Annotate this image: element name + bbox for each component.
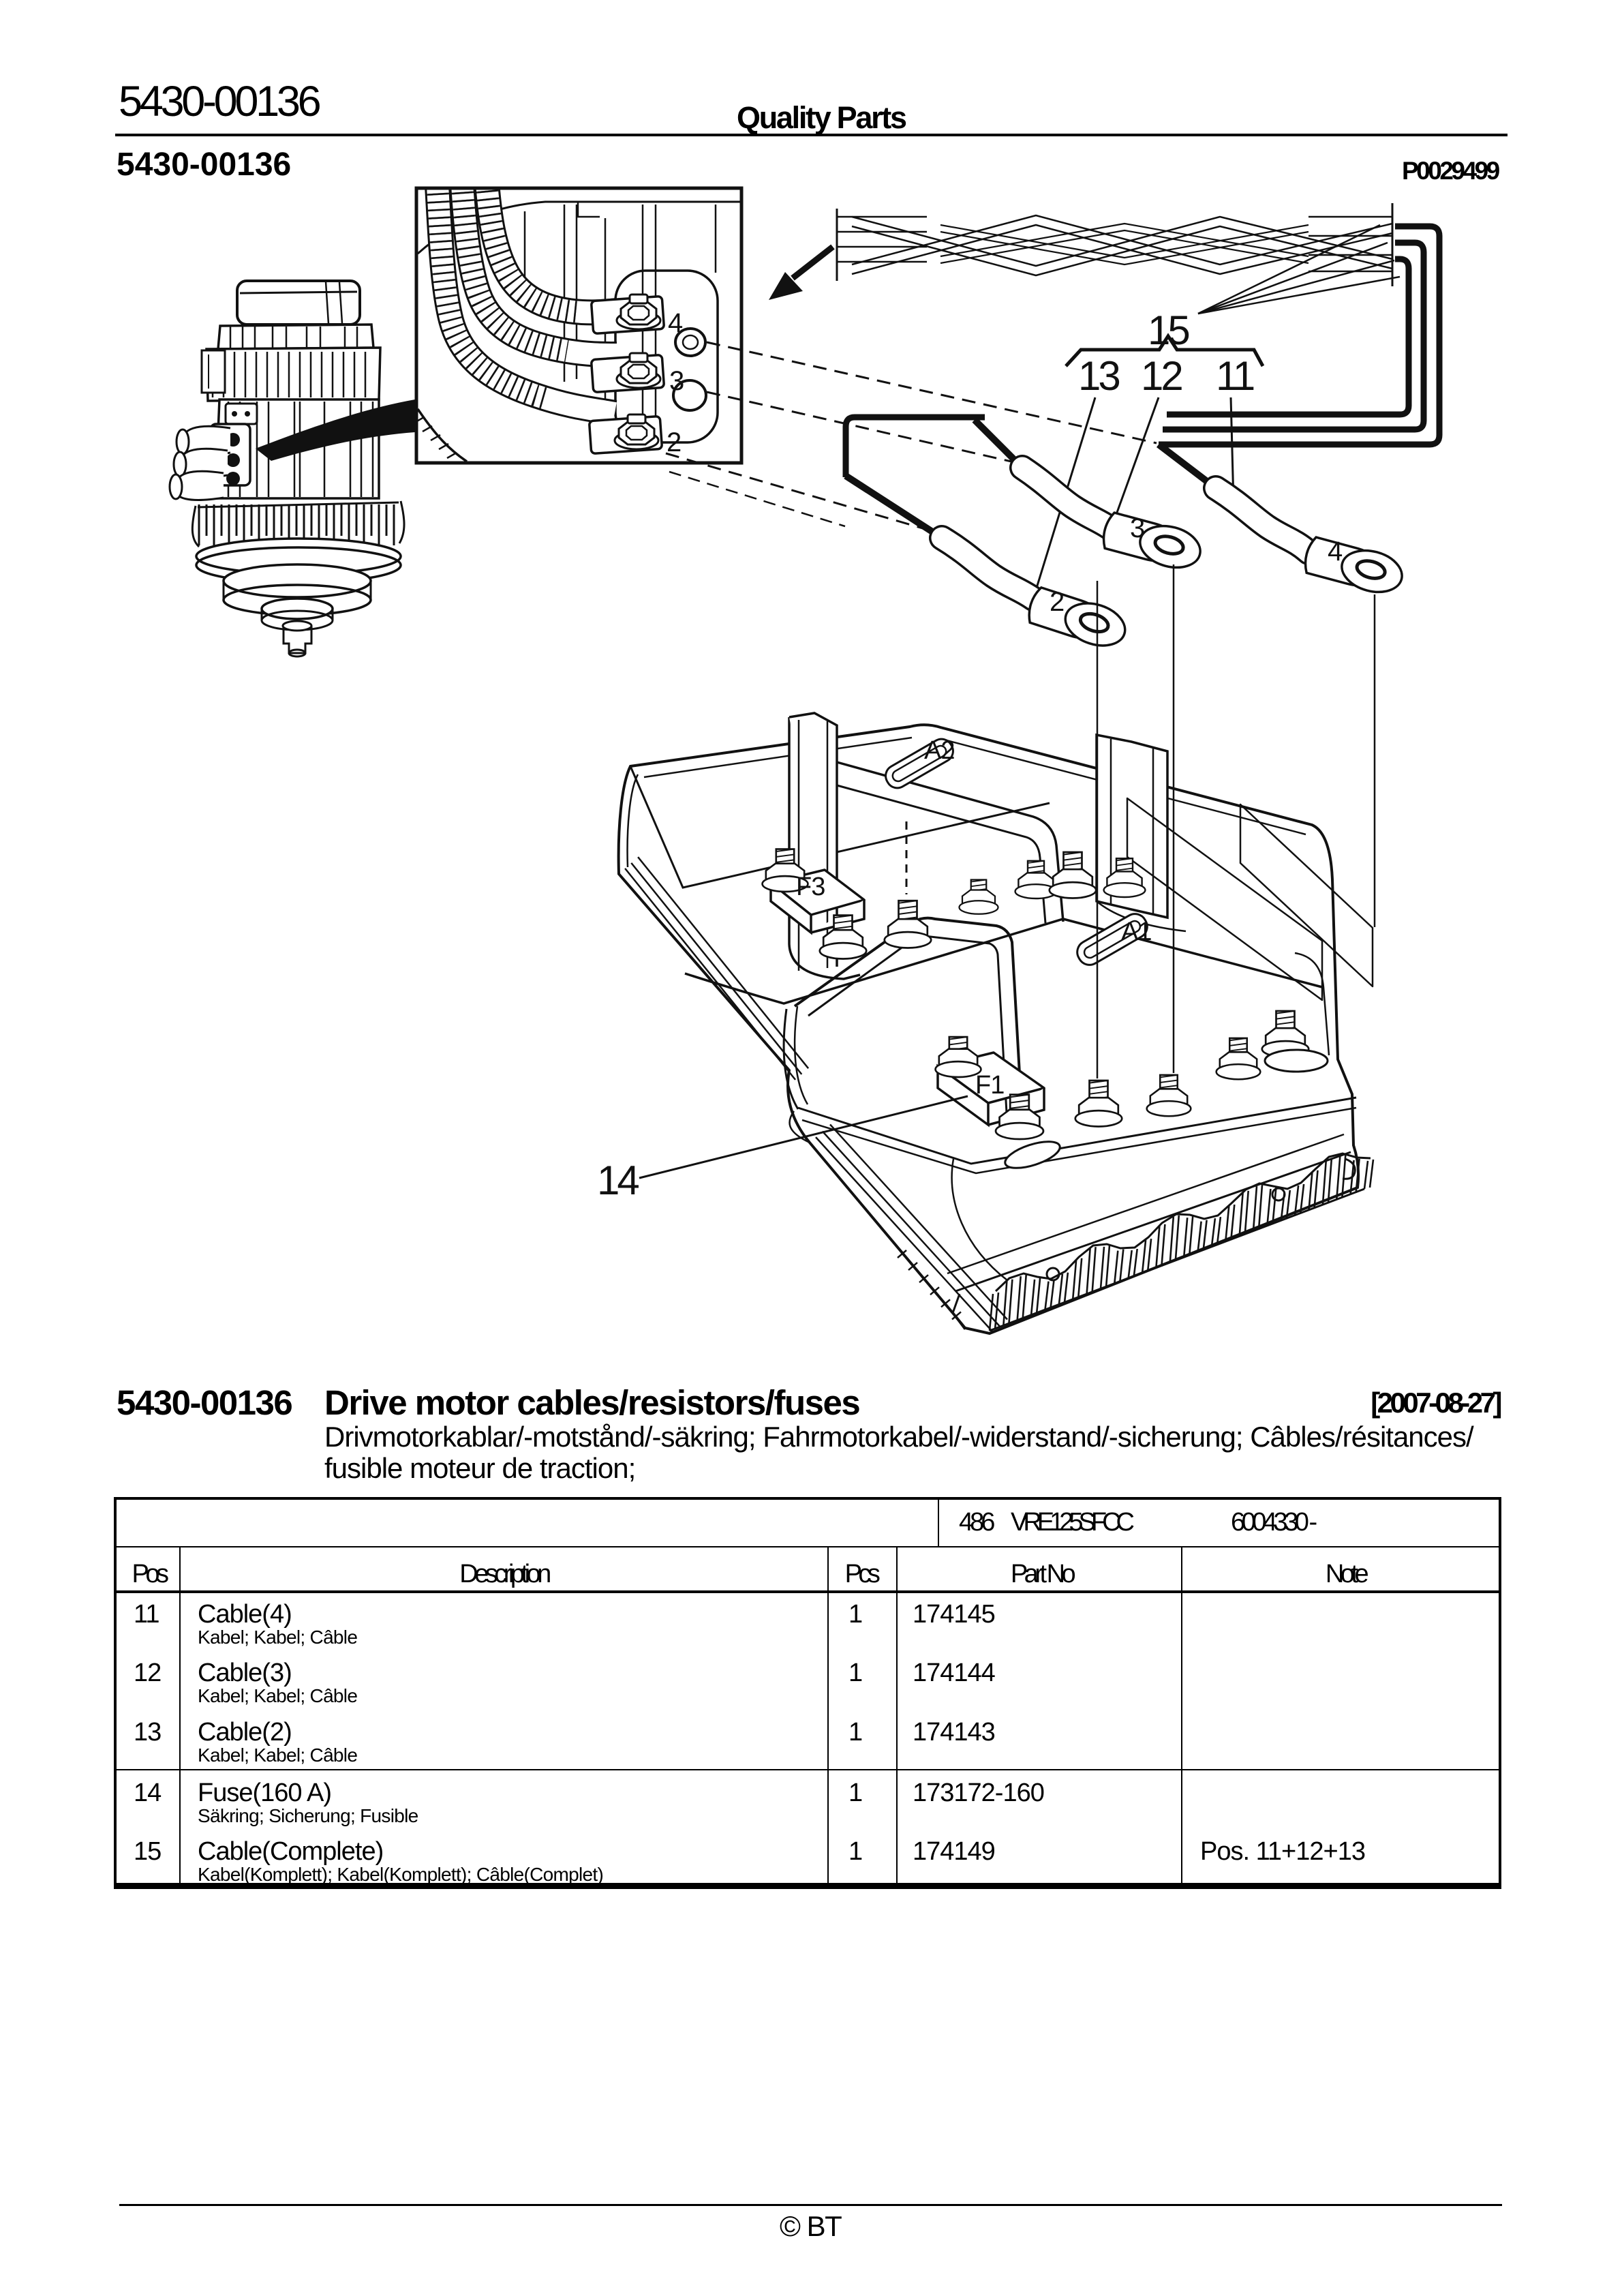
svg-text:15: 15	[1148, 307, 1189, 353]
svg-text:2: 2	[1050, 587, 1064, 617]
svg-text:A1: A1	[1121, 918, 1151, 946]
svg-text:11: 11	[1216, 353, 1254, 399]
svg-text:A2: A2	[924, 736, 954, 765]
svg-text:4: 4	[668, 308, 683, 338]
svg-text:13: 13	[1078, 353, 1119, 399]
svg-text:F3: F3	[796, 873, 825, 901]
svg-text:3: 3	[1130, 513, 1144, 543]
svg-text:3: 3	[669, 366, 684, 396]
svg-text:2: 2	[667, 427, 681, 457]
svg-text:12: 12	[1141, 353, 1182, 399]
svg-text:4: 4	[1328, 537, 1343, 567]
svg-text:14: 14	[597, 1158, 639, 1203]
svg-text:F1: F1	[975, 1071, 1004, 1100]
